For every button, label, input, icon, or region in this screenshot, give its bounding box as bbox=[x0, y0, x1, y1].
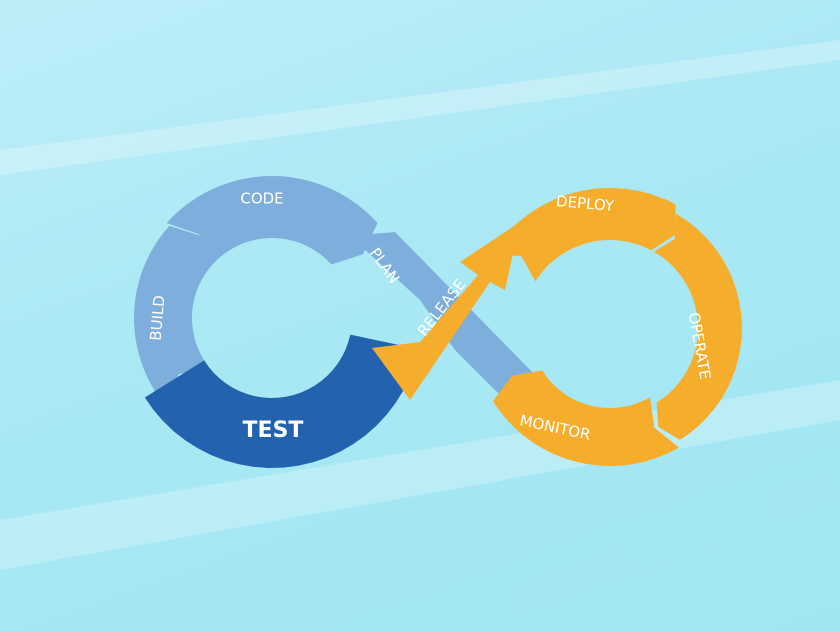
build-label: BUILD bbox=[147, 294, 169, 341]
test-segment bbox=[144, 334, 419, 468]
release-segment bbox=[372, 222, 520, 400]
code-label: CODE bbox=[240, 190, 283, 208]
code-segment bbox=[166, 176, 378, 265]
build-segment bbox=[134, 225, 213, 403]
test-label: TEST bbox=[243, 418, 304, 443]
deploy-label: DEPLOY bbox=[555, 192, 615, 215]
deploy-segment bbox=[491, 188, 676, 282]
operate-segment bbox=[654, 213, 742, 440]
monitor-segment bbox=[493, 370, 679, 466]
